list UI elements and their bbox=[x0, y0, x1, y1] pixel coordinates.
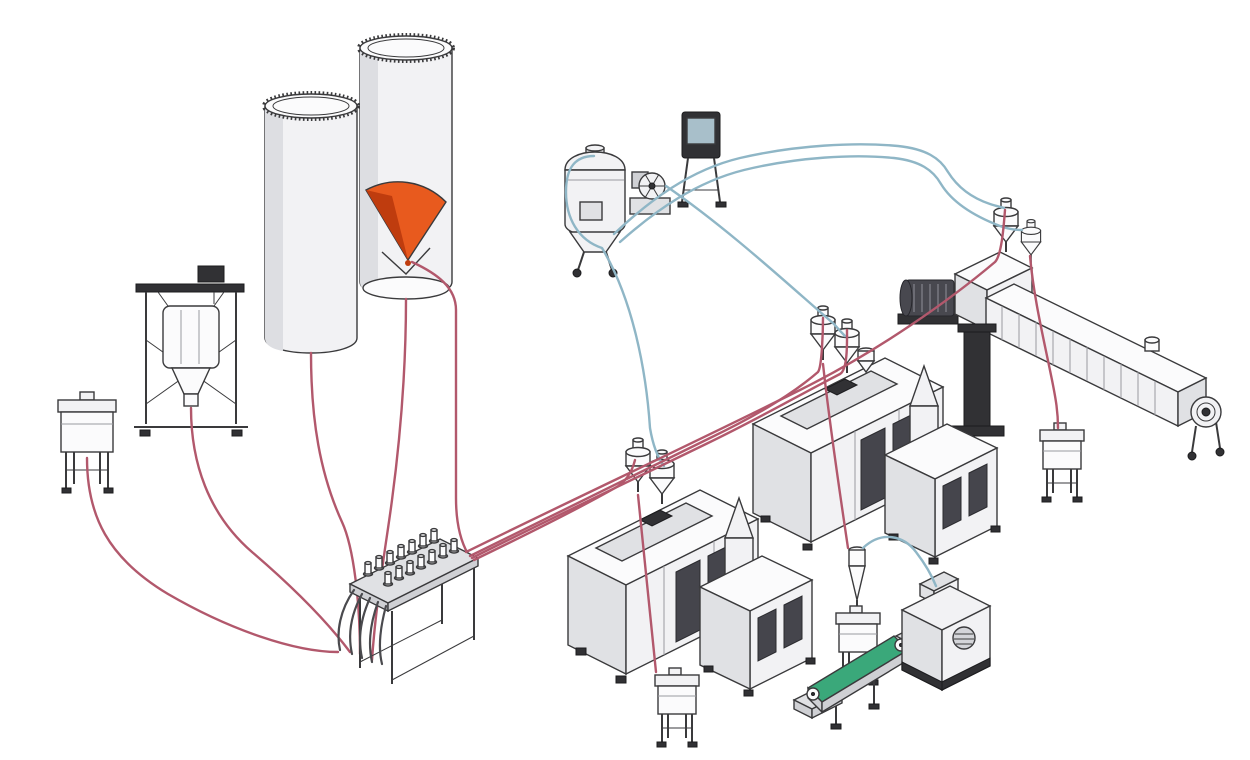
panel-screen-icon bbox=[686, 117, 716, 145]
silo-outlet bbox=[405, 260, 411, 266]
regrind-system bbox=[792, 546, 992, 730]
material-bin-3 bbox=[1039, 422, 1085, 503]
vacuum-pipes bbox=[564, 143, 1024, 588]
coupling-station bbox=[337, 527, 480, 684]
big-bag-unloading-station bbox=[134, 265, 248, 437]
machine-door bbox=[860, 427, 886, 511]
hoist-motor-icon bbox=[197, 265, 225, 283]
cyclone-separator bbox=[848, 546, 866, 613]
material-pipes-distribution bbox=[464, 208, 1060, 674]
drying-station bbox=[564, 111, 727, 278]
blow-molding-machine-2 bbox=[751, 305, 1001, 565]
fan-grille-icon bbox=[952, 626, 976, 650]
wheel-icon bbox=[572, 268, 582, 278]
extrusion-line bbox=[897, 197, 1225, 461]
wheel-icon bbox=[1215, 447, 1225, 457]
wheel-icon bbox=[1187, 451, 1197, 461]
material-cone-shadow bbox=[366, 190, 408, 260]
storage-silo-left bbox=[262, 91, 360, 354]
dryer-control-box bbox=[579, 201, 603, 221]
storage-silo-right bbox=[357, 33, 455, 300]
machine-door bbox=[675, 559, 701, 643]
material-bin-1 bbox=[654, 667, 700, 748]
granulator bbox=[894, 571, 992, 692]
blow-molding-machine-1 bbox=[566, 437, 816, 697]
hopper-dryer bbox=[564, 144, 626, 278]
receiving-hopper-station bbox=[57, 391, 117, 494]
flexible-hoses bbox=[337, 588, 388, 666]
big-bag-icon bbox=[162, 305, 220, 369]
support-column bbox=[963, 331, 991, 427]
